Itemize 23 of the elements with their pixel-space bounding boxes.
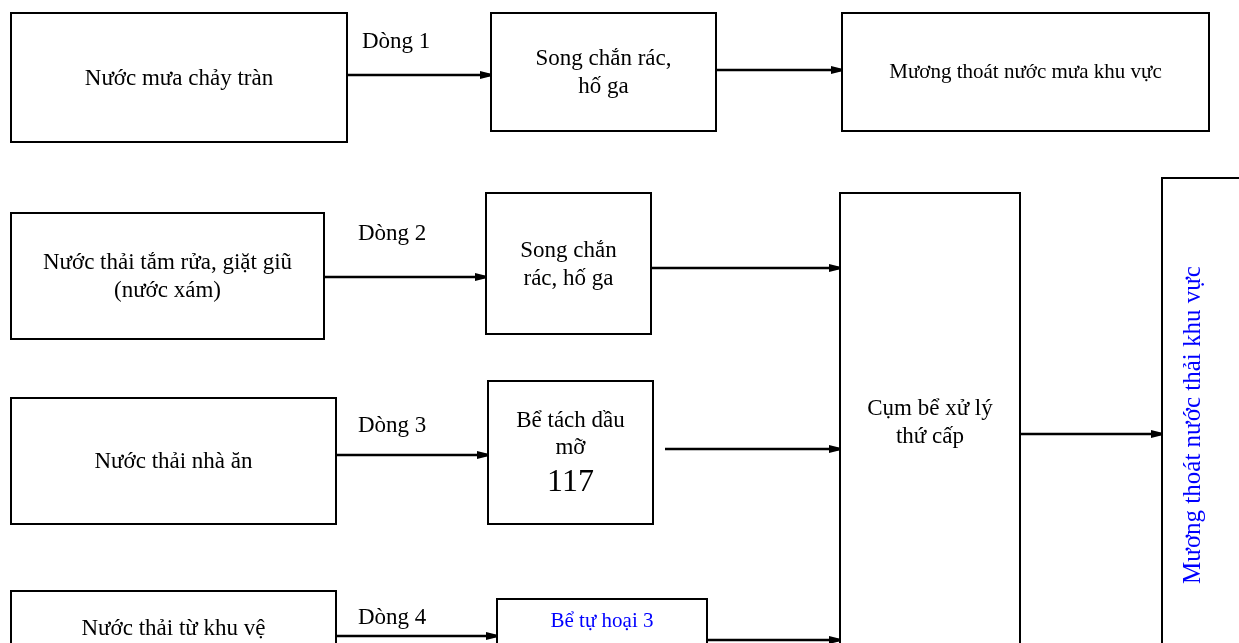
drain-box xyxy=(841,12,1210,132)
node-label: Song chắn rác, hố ga xyxy=(519,235,618,292)
node-label: Nước thải từ khu vệ xyxy=(81,614,266,642)
node-label: Nước thải tắm rửa, giặt giũ (nước xám) xyxy=(41,248,294,304)
node-label: Mương thoát nước thải khu vực xyxy=(1177,266,1206,584)
drain-box xyxy=(1161,177,1239,643)
node-number: 117 xyxy=(546,460,595,500)
source-box xyxy=(10,12,348,143)
node-label: Bể tách dầu mỡ xyxy=(515,405,626,461)
source-box xyxy=(10,212,325,340)
node-label: Song chắn rác, hố ga xyxy=(534,44,673,100)
screen-box xyxy=(490,12,717,132)
treatment-box xyxy=(839,192,1021,643)
screen-box xyxy=(485,192,652,335)
tank-box xyxy=(496,598,708,643)
node-label: Nước mưa chảy tràn xyxy=(84,63,274,92)
source-box xyxy=(10,397,337,525)
node-label: Nước thải nhà ăn xyxy=(94,447,253,475)
node-label: Bể tự hoại 3 xyxy=(550,608,654,634)
node-label: Mương thoát nước mưa khu vực xyxy=(888,59,1163,85)
source-box xyxy=(10,590,337,643)
tank-box xyxy=(487,380,654,525)
node-label: Cụm bể xử lý thứ cấp xyxy=(866,394,994,450)
